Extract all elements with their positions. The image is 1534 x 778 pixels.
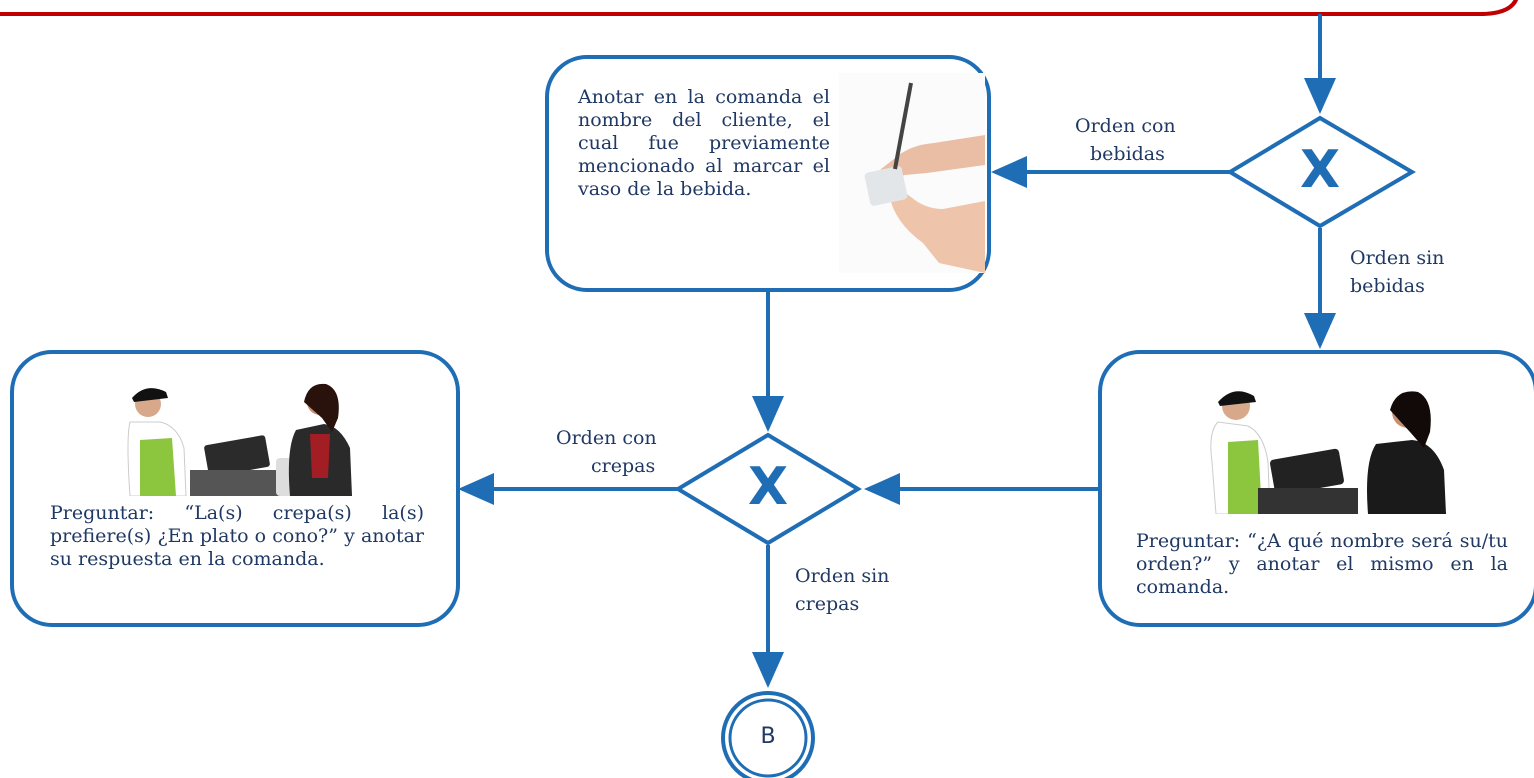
gateway-bebidas [1226,115,1416,229]
gateway-bebidas-symbol: X [1299,140,1341,200]
edge-label-line: Orden con [556,427,657,449]
edge-label-orden-con-crepas: Orden con crepas [556,424,686,480]
cashier-with-customer-photo [126,378,352,496]
edge-label-line: Orden con [1075,115,1176,137]
task-anotar-nombre: Anotar en la comanda el nombre del clien… [545,55,991,292]
task-preguntar-nombre: Preguntar: “¿A qué nombre será su/tu ord… [1098,350,1534,627]
edge-label-line: bebidas [1350,275,1425,297]
edge-label-orden-sin-crepas: Orden sin crepas [795,562,915,618]
edge-label-line: bebidas [1090,143,1165,165]
gateway-crepas-symbol: X [747,457,789,517]
edge-label-line: crepas [795,593,860,615]
edge-label-orden-sin-bebidas: Orden sin bebidas [1350,244,1470,300]
previous-step-box [0,0,1518,16]
edge-label-line: Orden sin [795,565,890,587]
task-preguntar-crepas: Preguntar: “La(s) crepa(s) la(s) prefier… [10,350,460,627]
task-anotar-nombre-text: Anotar en la comanda el nombre del clien… [578,86,830,200]
edge-label-line: crepas [591,455,656,477]
edge-label-orden-con-bebidas: Orden con bebidas [1075,112,1225,168]
gateway-crepas [674,432,862,546]
hands-writing-on-cup-photo [839,73,985,273]
task-preguntar-crepas-text: Preguntar: “La(s) crepa(s) la(s) prefier… [50,502,424,570]
cashier-with-customer-photo [1198,382,1446,514]
end-event-inner-ring [728,698,808,778]
task-preguntar-nombre-text: Preguntar: “¿A qué nombre será su/tu ord… [1136,530,1508,598]
edge-label-line: Orden sin [1350,247,1445,269]
end-event-label: B [760,724,776,749]
